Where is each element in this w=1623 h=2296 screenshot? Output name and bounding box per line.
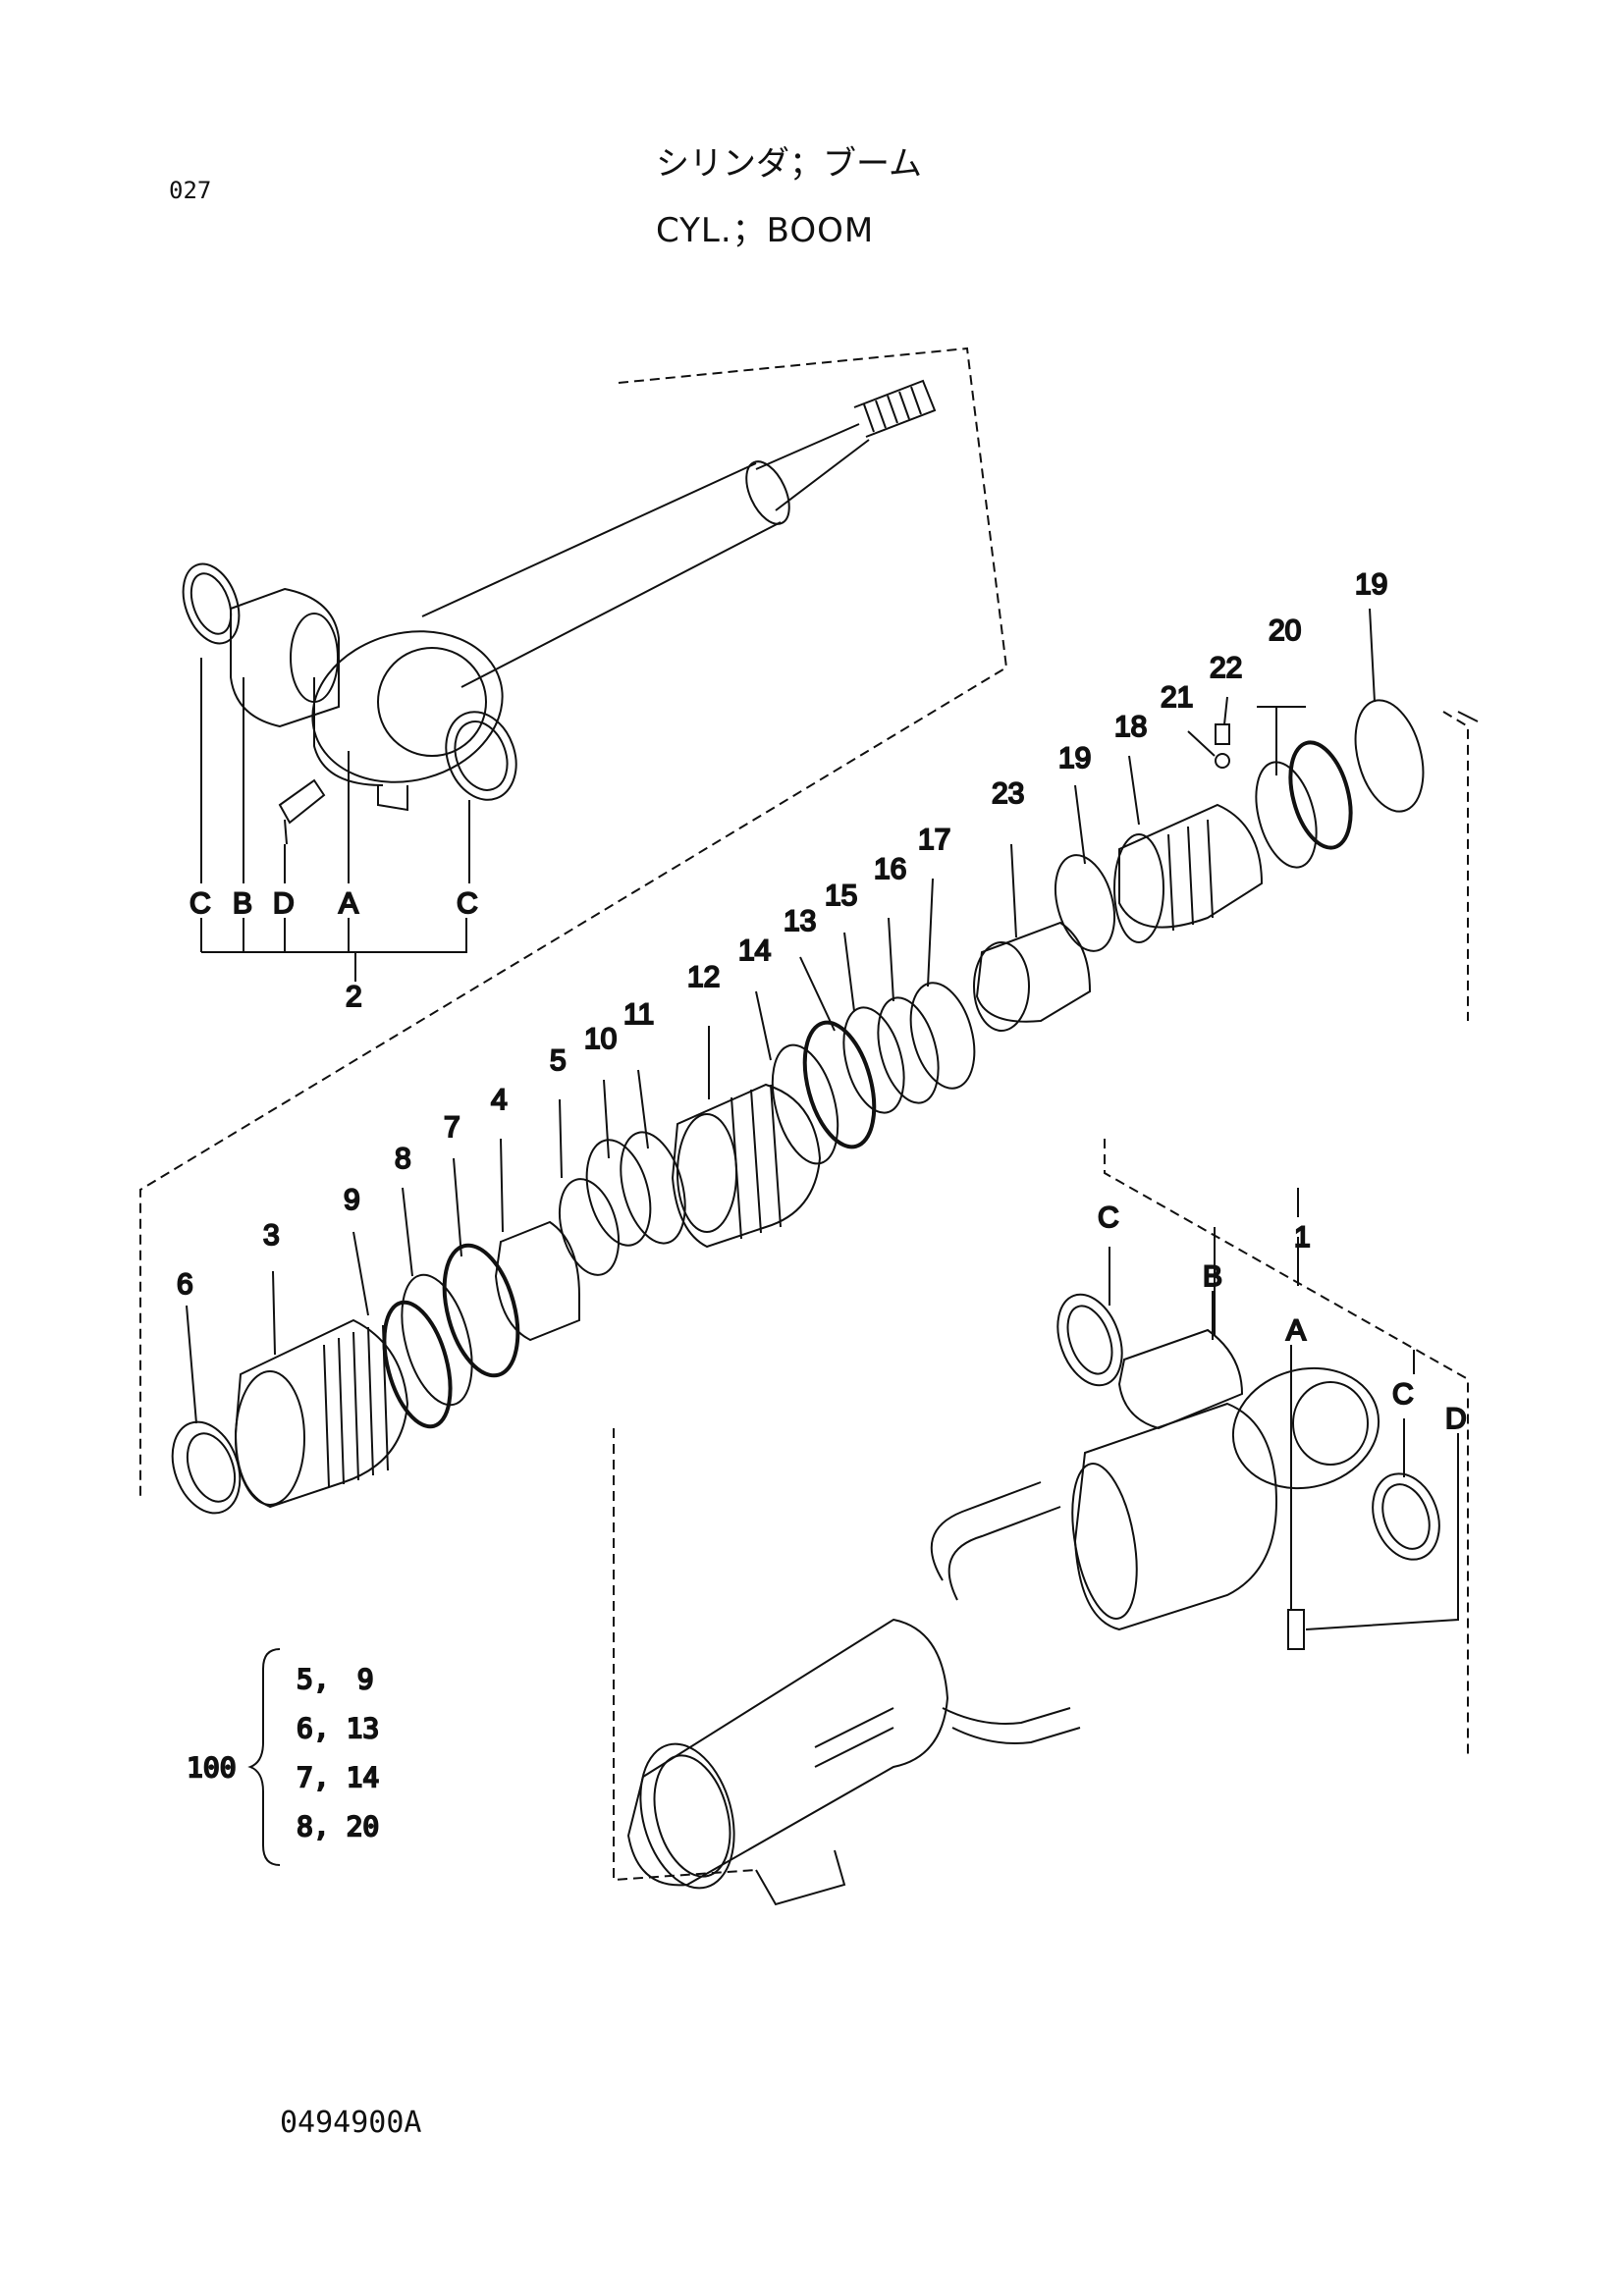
label-part-16: 16 [874, 853, 906, 885]
rod-eye-bore [377, 647, 487, 757]
grease-fitting-d [278, 778, 326, 825]
seal-kit-row-3: 7, 14 [297, 1761, 379, 1793]
label-assy2-c-right: C [457, 887, 478, 920]
callout-labels: C B D A C 2 1 C B A C D 3 4 5 6 7 8 9 10… [176, 567, 1468, 1436]
part-14-ring [771, 1043, 839, 1165]
label-part-12: 12 [687, 961, 720, 993]
dust-seal-c-tube-left [1056, 1293, 1123, 1387]
label-part-13: 13 [784, 905, 816, 937]
part-23-cushion [975, 921, 1092, 1023]
rod-frame-line [139, 347, 1008, 1497]
drawing-number: 0494900A [280, 2106, 422, 2140]
label-part-6: 6 [177, 1268, 193, 1301]
label-part-15: 15 [825, 880, 857, 912]
label-assy1-b: B [1203, 1260, 1222, 1293]
label-assy1-c-left: C [1098, 1201, 1119, 1234]
piston-parts-drawing [171, 608, 1479, 1515]
part-20-ring-a [1255, 761, 1318, 869]
label-part-10: 10 [584, 1023, 617, 1055]
tube-frame-line [1104, 1139, 1469, 1757]
label-part-19-left: 19 [1058, 742, 1091, 774]
part-18-piston [1118, 803, 1264, 929]
part-5-seal [559, 1178, 620, 1276]
page-number: 027 [169, 177, 212, 204]
label-part-3: 3 [263, 1219, 280, 1252]
label-part-14: 14 [738, 934, 771, 967]
part-4-bushing [494, 1220, 580, 1342]
label-part-20: 20 [1269, 614, 1301, 647]
label-part-5: 5 [550, 1044, 567, 1077]
label-assy1-c-right: C [1392, 1378, 1414, 1411]
cylinder-bottom [1073, 1402, 1278, 1631]
part-9-ring [382, 1300, 453, 1429]
seal-kit-legend: 100 5, 9 6, 13 7, 14 8, 20 [186, 1648, 380, 1866]
part-6-wiper [171, 1420, 242, 1515]
label-part-18: 18 [1114, 711, 1147, 743]
bushing-b [230, 587, 340, 728]
part-8-ring [401, 1273, 473, 1407]
label-assy2-b: B [233, 887, 252, 920]
clevis-eye [1231, 1366, 1380, 1490]
label-part-21: 21 [1161, 681, 1193, 714]
part-22-set-screw [1215, 723, 1230, 745]
seal-kit-row-4: 8, 20 [297, 1810, 379, 1842]
part-19-ring-right [1354, 699, 1425, 813]
label-part-4: 4 [491, 1084, 508, 1116]
part-15-ring [842, 1006, 905, 1114]
label-part-9: 9 [344, 1184, 360, 1216]
label-assy1-d: D [1445, 1403, 1467, 1435]
hydraulic-pipe-upper [930, 1481, 1061, 1601]
grease-fitting-d-tube [1287, 1609, 1305, 1650]
rod-assembly-drawing [139, 347, 1008, 1497]
label-assy2-number: 2 [346, 981, 362, 1013]
label-assy2-c-left: C [189, 887, 211, 920]
dust-seal-c-left [182, 562, 241, 645]
label-assy1-number: 1 [1294, 1221, 1311, 1254]
bushing-b-tube [1117, 1328, 1244, 1430]
label-part-19-right: 19 [1355, 568, 1387, 601]
part-7-ring [442, 1243, 520, 1378]
part-10-ring [585, 1139, 652, 1247]
cylinder-tube [626, 1618, 949, 1887]
cylinder-tube-assembly-drawing [613, 1139, 1469, 1906]
part-16-ring [877, 996, 940, 1104]
label-part-8: 8 [395, 1143, 411, 1175]
label-part-7: 7 [444, 1111, 460, 1144]
seal-kit-number: 100 [187, 1751, 237, 1784]
title-japanese: シリンダ；ブーム [656, 144, 922, 184]
seal-kit-row-1: 5, 9 [297, 1663, 374, 1695]
label-part-23: 23 [992, 777, 1024, 810]
part-3-cylinder-head [234, 1318, 409, 1509]
label-assy1-a: A [1286, 1314, 1306, 1347]
label-part-22: 22 [1210, 652, 1242, 684]
part-21-ball [1215, 753, 1230, 769]
label-assy2-d: D [273, 887, 295, 920]
seal-kit-brace [247, 1648, 281, 1866]
title-english: CYL.；BOOM [656, 211, 875, 250]
label-part-11: 11 [623, 998, 654, 1031]
part-12-piston [671, 1083, 822, 1249]
rod-thread-end [853, 379, 937, 438]
part-17-ring [909, 982, 976, 1090]
dust-seal-c-right [445, 711, 517, 801]
part-19-ring-left [1055, 854, 1115, 952]
seal-kit-row-2: 6, 13 [297, 1712, 379, 1744]
part-11-ring [620, 1131, 686, 1245]
dust-seal-c-tube-right [1372, 1472, 1440, 1561]
piston-rod [755, 423, 870, 511]
part-13-ring [802, 1020, 877, 1149]
label-assy2-a: A [339, 887, 358, 920]
hydraulic-pipe-lower [942, 1707, 1081, 1744]
label-part-17: 17 [918, 824, 950, 856]
part-20-ring-b [1288, 740, 1353, 850]
parts-frame-line [1442, 711, 1469, 1021]
